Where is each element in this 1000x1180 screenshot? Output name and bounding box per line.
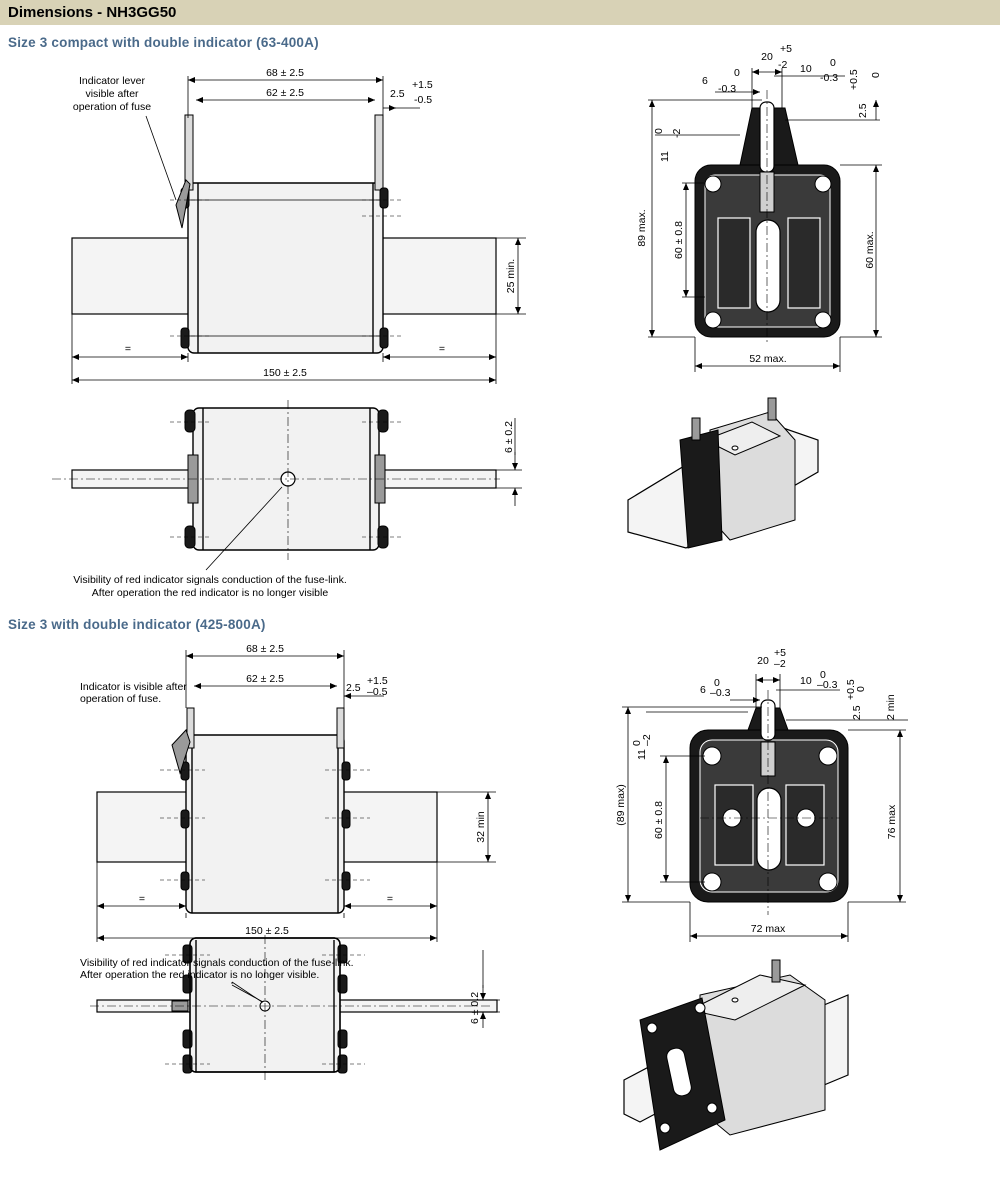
tol-minus-label-2: –0.5 bbox=[367, 686, 388, 698]
end2-dim-60-0-8: 60 ± 0.8 bbox=[653, 801, 665, 839]
dim-68-label: 68 ± 2.5 bbox=[266, 67, 304, 79]
fuse-isometric-double bbox=[623, 959, 849, 1151]
end-dim-20: 20 bbox=[761, 51, 773, 63]
indicator-lever-2 bbox=[171, 729, 191, 775]
fuse-body bbox=[187, 182, 384, 354]
end-tol-plus5: +5 bbox=[780, 43, 792, 55]
indicator-note-line1: Indicator lever bbox=[79, 75, 145, 87]
dim-68-label-2: 68 ± 2.5 bbox=[246, 643, 284, 655]
eq-right-label-2: = bbox=[387, 893, 393, 905]
indicator-lever bbox=[175, 179, 191, 229]
end2-dim-11: 11 bbox=[636, 749, 648, 760]
end-tol-minus2b: -2 bbox=[671, 129, 683, 138]
end-dim-2-5: 2.5 bbox=[857, 103, 869, 118]
indicator-note2-line2: operation of fuse. bbox=[80, 693, 161, 705]
fuse-isometric-compact bbox=[627, 397, 819, 549]
end-tol-plus0-5: +0.5 bbox=[848, 69, 860, 90]
end-dim-60max: 60 max. bbox=[864, 231, 876, 268]
indicator-note-line3: operation of fuse bbox=[73, 101, 151, 113]
fuse-end-view-compact bbox=[648, 68, 882, 372]
end-dim-11: 11 bbox=[659, 151, 671, 162]
tol-plus-label: +1.5 bbox=[412, 79, 433, 91]
end2-tol-0d: 0 bbox=[631, 740, 643, 746]
end-dim-10: 10 bbox=[800, 63, 812, 75]
end2-tol-plus0-5: +0.5 bbox=[845, 679, 857, 700]
dim-6-label: 6 ± 0.2 bbox=[503, 421, 515, 453]
eq-left-label: = bbox=[125, 343, 131, 355]
eq-right-label: = bbox=[439, 343, 445, 355]
end-tol-0d: 0 bbox=[653, 128, 665, 134]
visibility-note-line2: After operation the red indicator is no … bbox=[92, 587, 329, 599]
end2-dim-2-5: 2.5 bbox=[851, 705, 863, 720]
fuse-side-view-compact bbox=[71, 76, 526, 384]
end-dim-52: 52 max. bbox=[749, 353, 786, 365]
page-header: Dimensions - NH3GG50 bbox=[0, 0, 1000, 25]
indicator-note-line2: visible after bbox=[85, 88, 139, 100]
end-tol-minus0-3b: -0.3 bbox=[820, 72, 838, 84]
dim-62-label: 62 ± 2.5 bbox=[266, 87, 304, 99]
end2-tol-minus0-3a: –0.3 bbox=[710, 687, 731, 699]
visibility-note2-line2: After operation the red indicator is no … bbox=[80, 969, 319, 981]
page-title: Dimensions - NH3GG50 bbox=[8, 4, 177, 21]
end2-tol-0b: 0 bbox=[820, 669, 826, 681]
end-tol-0c: 0 bbox=[870, 72, 882, 78]
indicator-note2-line1: Indicator is visible after bbox=[80, 681, 187, 693]
fuse-top-view-compact bbox=[52, 400, 522, 571]
fuse-top-view-double bbox=[90, 935, 500, 1080]
fuse-top-view-double-body bbox=[189, 937, 341, 1073]
end-dim-6: 6 bbox=[702, 75, 708, 87]
end2-tol-minus2: –2 bbox=[774, 658, 786, 670]
dim-2-5-label-2: 2.5 bbox=[346, 682, 361, 694]
end2-dim-76: 76 max bbox=[886, 804, 898, 839]
end-tol-0a: 0 bbox=[734, 67, 740, 79]
end2-dim-6: 6 bbox=[700, 684, 706, 696]
dim-25min-label: 25 min. bbox=[505, 259, 517, 293]
tol-plus-label-2: +1.5 bbox=[367, 675, 388, 687]
end2-tol-0c: 0 bbox=[855, 686, 867, 692]
section-title-compact: Size 3 compact with double indicator (63… bbox=[8, 35, 319, 50]
end2-tol-0a: 0 bbox=[714, 677, 720, 689]
dim-62-label-2: 62 ± 2.5 bbox=[246, 673, 284, 685]
dim-32min-label: 32 min bbox=[475, 811, 487, 843]
dim-6-label-2: 6 ± 0.2 bbox=[469, 992, 481, 1024]
fuse-side-view-double bbox=[96, 650, 496, 942]
end-tol-minus0-3a: -0.3 bbox=[718, 83, 736, 95]
end2-tol-minus0-3b: –0.3 bbox=[817, 679, 838, 691]
dim-2-5-label: 2.5 bbox=[390, 88, 405, 100]
visibility-note-line1: Visibility of red indicator signals cond… bbox=[73, 574, 347, 586]
end2-dim-20: 20 bbox=[757, 655, 769, 667]
end2-dim-10: 10 bbox=[800, 675, 812, 687]
dim-150-label-2: 150 ± 2.5 bbox=[245, 925, 289, 937]
dim-150-label: 150 ± 2.5 bbox=[263, 367, 307, 379]
end-dim-60-0-8: 60 ± 0.8 bbox=[673, 221, 685, 259]
end2-tol-plus5: +5 bbox=[774, 647, 786, 659]
fuse-end-view-double bbox=[622, 674, 908, 942]
end2-tol-minus2b: –2 bbox=[641, 734, 653, 746]
fuse-body-2 bbox=[185, 734, 345, 914]
end-dim-89: 89 max. bbox=[636, 209, 648, 246]
section-title-double-indicator: Size 3 with double indicator (425-800A) bbox=[8, 617, 266, 632]
visibility-note2-line1: Visibility of red indicator signals cond… bbox=[80, 957, 354, 969]
end2-dim-72: 72 max bbox=[751, 923, 786, 935]
end-tol-minus2: -2 bbox=[778, 59, 787, 71]
eq-left-label-2: = bbox=[139, 893, 145, 905]
end2-dim-2min: 2 min bbox=[885, 694, 897, 720]
end-tol-0b: 0 bbox=[830, 57, 836, 69]
tol-minus-label: -0.5 bbox=[414, 94, 432, 106]
end2-dim-89: (89 max) bbox=[615, 784, 627, 825]
